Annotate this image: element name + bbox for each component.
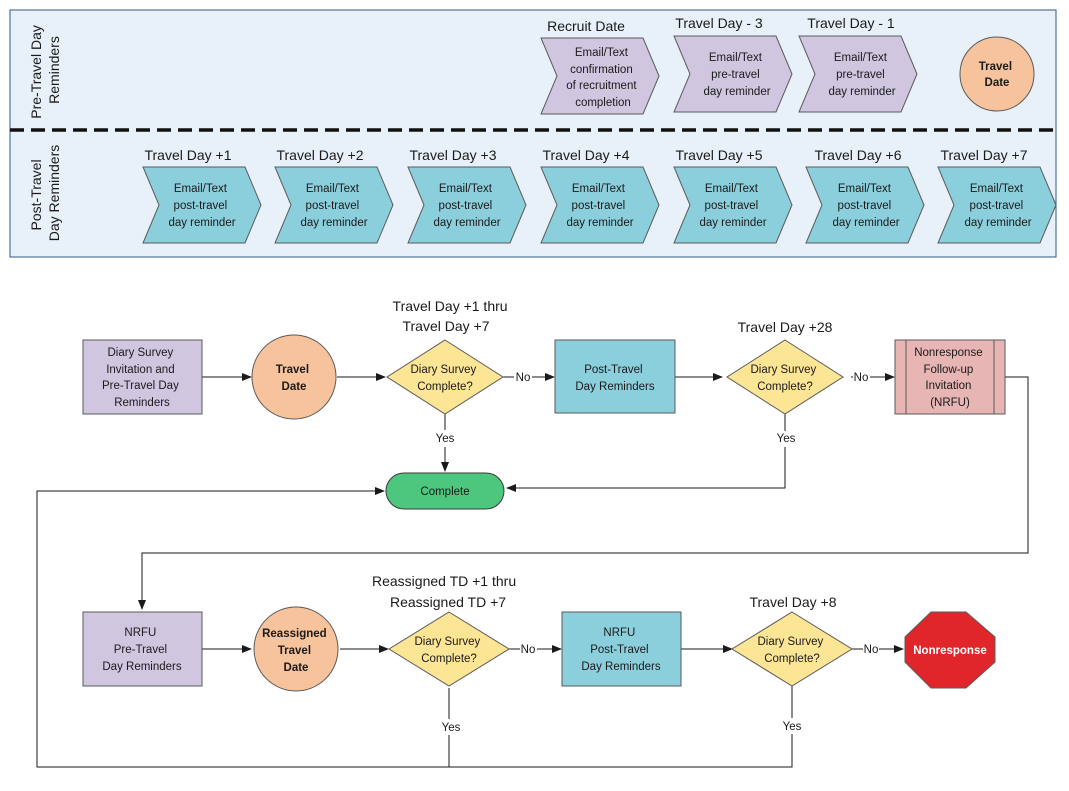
decision-diamond <box>388 611 510 687</box>
post-step-text: Email/Text post-travel day reminder <box>433 183 500 229</box>
pre-step-text: Email/Text pre-travel day reminder <box>703 52 770 98</box>
pre-lane-label: Pre-Travel Day Reminders <box>28 21 62 119</box>
no-label: No <box>854 372 869 384</box>
svg-text:Post-Travel Day Reminder: Post-Travel Day Reminders <box>575 364 654 393</box>
post-step-title: Travel Day +1 <box>144 147 231 163</box>
chevron-shape <box>407 166 527 244</box>
svg-text:Diary Survey Complete?: Diary Survey Complete? <box>414 636 483 665</box>
chevron-shape <box>540 166 660 244</box>
diary-invitation-box: Diary Survey Invitation and Pre-Travel D… <box>82 339 203 415</box>
nrfu-invitation-box: Nonresponse Follow-up Invitation (NRFU) <box>894 339 1006 415</box>
svg-text:NRFU Pre-Travel Da: NRFU Pre-Travel Day Reminders <box>102 627 181 673</box>
decision-diamond <box>386 339 504 415</box>
swimlane-panel: Pre-Travel Day Reminders Post-Travel Day… <box>9 9 1057 258</box>
post-step-title: Travel Day +2 <box>276 147 363 163</box>
chevron-shape <box>142 166 262 244</box>
pre-step-text: Email/Text pre-travel day reminder <box>828 52 895 98</box>
svg-text:Complete: Complete <box>420 486 469 498</box>
chevron-shape <box>937 166 1057 244</box>
decision-3-header: Reassigned TD +1 thru Reassigned TD +7 <box>372 573 520 610</box>
post-step-title: Travel Day +5 <box>675 147 762 163</box>
chevron-shape <box>798 35 918 113</box>
yes-label: Yes <box>436 433 455 445</box>
svg-text:NRFU Post-Travel D: NRFU Post-Travel Day Reminders <box>581 627 660 673</box>
pre-step-travel-day-minus-1: Travel Day - 1 Email/Text pre-travel day… <box>798 15 918 113</box>
post-step-text: Email/Text post-travel day reminder <box>699 183 766 229</box>
nonresponse-stop-octagon: Nonresponse <box>904 611 996 689</box>
svg-text:Diary Survey Complete?: Diary Survey Complete? <box>757 636 826 665</box>
post-step-title: Travel Day +7 <box>940 147 1027 163</box>
svg-text:Travel Date: Travel Date <box>276 364 312 393</box>
nrfu-post-travel-box: NRFU Post-Travel Day Reminders <box>561 611 682 687</box>
chevron-shape <box>274 166 394 244</box>
post-step-2: Travel Day +2 Email/Text post-travel day… <box>274 147 394 244</box>
yes-label: Yes <box>777 433 796 445</box>
post-step-title: Travel Day +6 <box>814 147 901 163</box>
post-step-title: Travel Day +3 <box>409 147 496 163</box>
decision-diamond <box>726 339 844 415</box>
svg-text:Nonresponse: Nonresponse <box>913 645 987 657</box>
svg-text:Diary Survey Complete?: Diary Survey Complete? <box>410 364 479 393</box>
pre-step-title: Travel Day - 1 <box>807 15 895 31</box>
no-label: No <box>521 644 536 656</box>
no-label: No <box>516 372 531 384</box>
post-step-4: Travel Day +4 Email/Text post-travel day… <box>540 147 660 244</box>
post-lane-label: Post-Travel Day Reminders <box>28 145 62 241</box>
pre-step-travel-day-minus-3: Travel Day - 3 Email/Text pre-travel day… <box>673 15 793 113</box>
post-travel-reminders-box: Post-Travel Day Reminders <box>554 339 676 414</box>
post-step-title: Travel Day +4 <box>542 147 629 163</box>
svg-text:Diary Survey Complete?: Diary Survey Complete? <box>750 364 819 393</box>
decision-2-header: Travel Day +28 <box>738 319 833 335</box>
chevron-shape <box>805 166 925 244</box>
svg-text:Diary Survey Invitation: Diary Survey Invitation and Pre-Travel D… <box>102 347 182 409</box>
pre-step-recruit-date: Recruit Date Email/Text confirmation of … <box>540 18 660 115</box>
post-step-text: Email/Text post-travel day reminder <box>566 183 633 229</box>
no-label: No <box>864 644 879 656</box>
decision-1-header: Travel Day +1 thru Travel Day +7 <box>393 298 512 334</box>
post-step-1: Travel Day +1 Email/Text post-travel day… <box>142 147 262 244</box>
svg-text:Nonresponse Follow-up: Nonresponse Follow-up Invitation (NRFU) <box>914 347 986 409</box>
nrfu-pre-travel-box: NRFU Pre-Travel Day Reminders <box>82 611 203 687</box>
svg-text:Reassigned Travel: Reassigned Travel Date <box>262 628 330 674</box>
post-step-6: Travel Day +6 Email/Text post-travel day… <box>805 147 925 244</box>
post-step-text: Email/Text post-travel day reminder <box>964 183 1031 229</box>
decision-4-header: Travel Day +8 <box>749 594 836 610</box>
travel-date-circle: Travel Date <box>251 334 337 420</box>
chevron-shape <box>673 35 793 113</box>
post-step-3: Travel Day +3 Email/Text post-travel day… <box>407 147 527 244</box>
complete-terminal: Complete <box>385 472 505 510</box>
decision-1: Travel Day +1 thru Travel Day +7 Diary S… <box>386 298 531 445</box>
yes-label: Yes <box>783 721 802 733</box>
post-step-7: Travel Day +7 Email/Text post-travel day… <box>937 147 1057 244</box>
post-step-text: Email/Text post-travel day reminder <box>300 183 367 229</box>
flow-connectors <box>36 373 1029 768</box>
decision-4: Travel Day +8 Diary Survey Complete? No … <box>731 594 879 733</box>
svg-text:Travel Date: Travel Date <box>979 61 1015 89</box>
post-step-text: Email/Text post-travel day reminder <box>832 183 899 229</box>
post-step-5: Travel Day +5 Email/Text post-travel day… <box>673 147 793 244</box>
decision-2: Travel Day +28 Diary Survey Complete? No… <box>726 319 869 445</box>
yes-label: Yes <box>442 722 461 734</box>
post-step-text: Email/Text post-travel day reminder <box>168 183 235 229</box>
pre-step-text: Email/Text confirmation of recruitment c… <box>566 47 640 109</box>
pre-travel-date-circle: Travel Date <box>959 36 1035 112</box>
pre-step-title: Recruit Date <box>547 18 625 34</box>
decision-3: Reassigned TD +1 thru Reassigned TD +7 D… <box>372 573 535 734</box>
chevron-shape <box>673 166 793 244</box>
decision-diamond <box>731 611 853 687</box>
pre-step-title: Travel Day - 3 <box>675 15 763 31</box>
reassigned-travel-date-circle: Reassigned Travel Date <box>253 606 339 692</box>
chevron-shape <box>540 37 660 115</box>
